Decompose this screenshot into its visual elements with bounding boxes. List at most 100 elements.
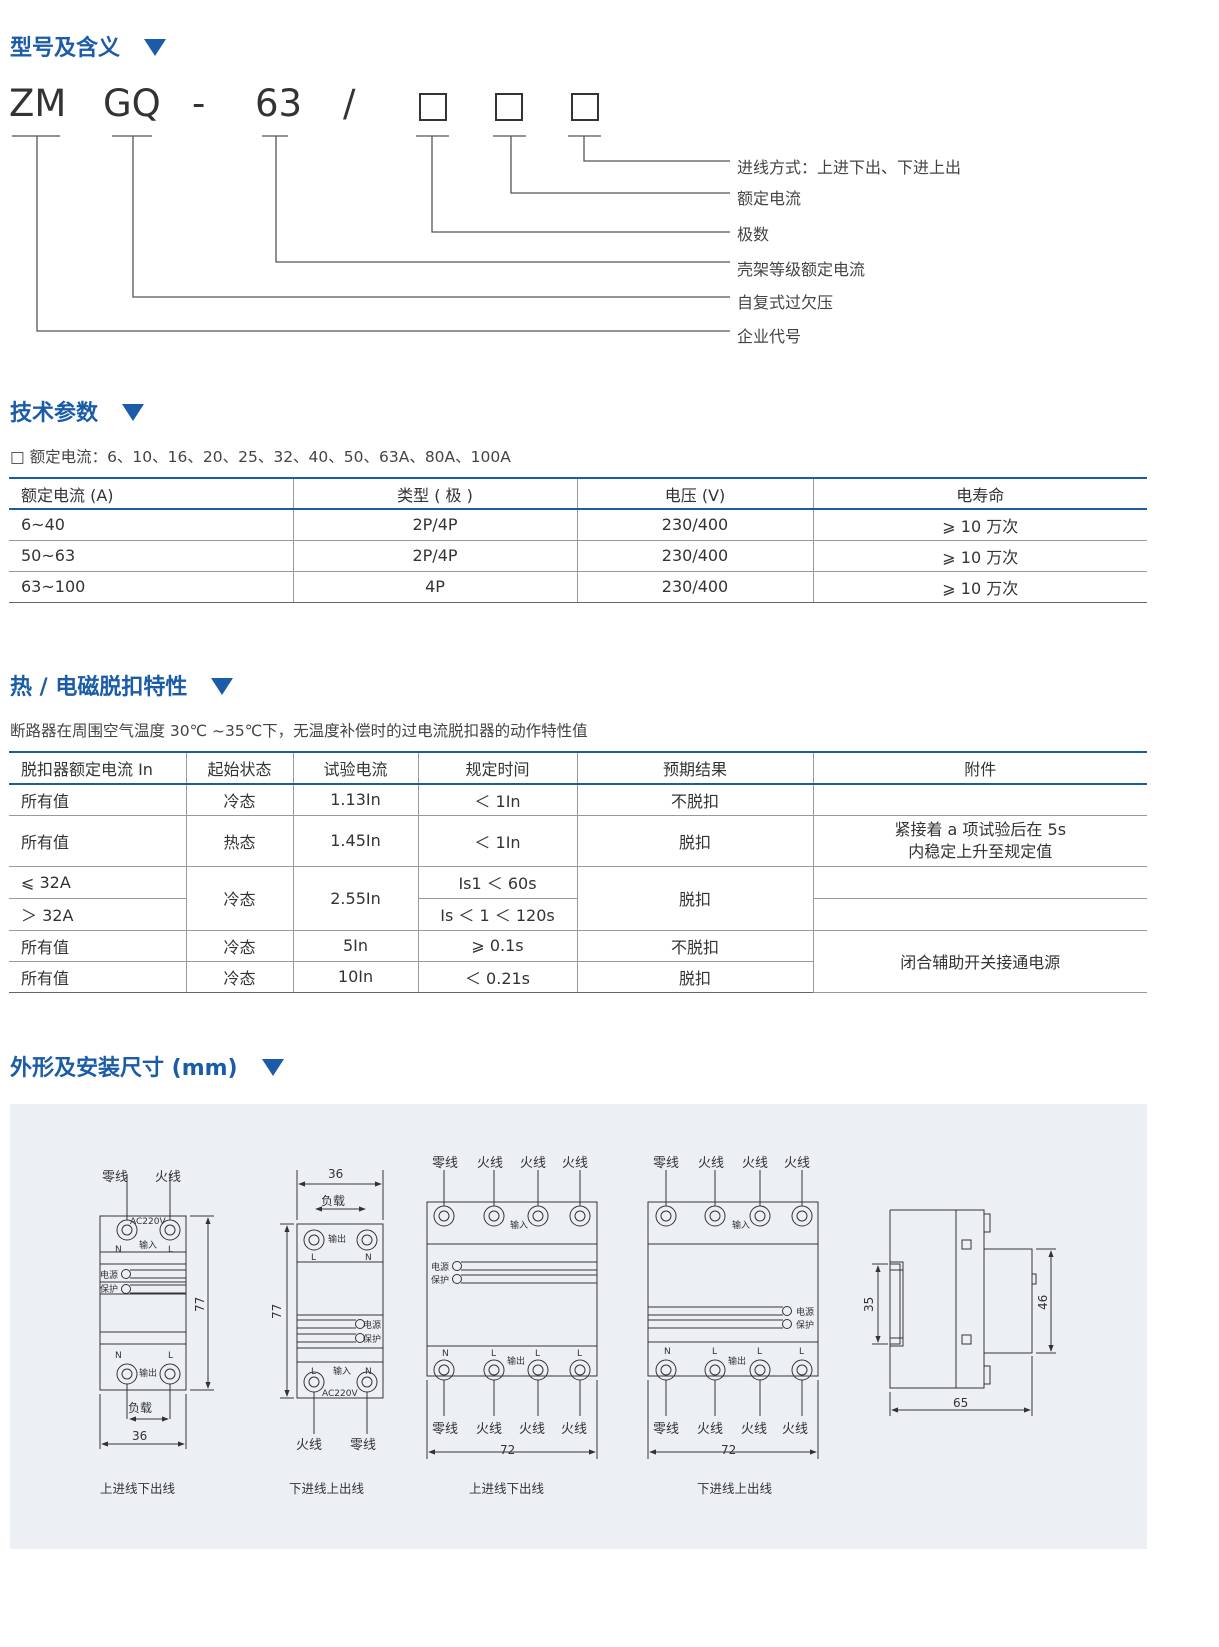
drawing-4p-top-in bbox=[426, 1170, 598, 1459]
table-cell: 闭合辅助开关接通电源 bbox=[812, 930, 1147, 993]
model-section-title: 型号及含义 bbox=[10, 30, 167, 62]
model-part-dash: - bbox=[192, 82, 206, 125]
label-fire-line: 火线 bbox=[476, 1422, 502, 1437]
label-fire-line: 火线 bbox=[296, 1438, 322, 1453]
table-cell: 2.55In bbox=[292, 866, 418, 931]
trip-header-cell: 预期结果 bbox=[576, 751, 813, 785]
drawing-2p-top-in bbox=[99, 1174, 214, 1449]
table-cell: ⩽ 32A bbox=[9, 866, 186, 899]
table-cell: 紧接着 a 项试验后在 5s 内稳定上升至规定值 bbox=[812, 815, 1147, 867]
label-zero-line: 零线 bbox=[653, 1156, 679, 1171]
drawing-side-view bbox=[872, 1209, 1056, 1416]
table-cell: ＞ 32A bbox=[9, 898, 186, 931]
table-row: 所有值 冷态 5In ⩾ 0.1s 不脱扣 闭合辅助开关接通电源 bbox=[9, 930, 1147, 993]
table-cell: 50~63 bbox=[9, 540, 293, 572]
meaning-wiring: 进线方式：上进下出、下进上出 bbox=[737, 158, 962, 177]
model-box-poles bbox=[419, 93, 447, 121]
dims-section-title: 外形及安装尺寸 (mm) bbox=[10, 1050, 284, 1082]
caption-top-in: 上进线下出线 bbox=[100, 1481, 176, 1496]
table-cell: 冷态 bbox=[185, 930, 293, 962]
dims-section-title-text: 外形及安装尺寸 (mm) bbox=[10, 1056, 238, 1081]
label-fire-line: 火线 bbox=[155, 1170, 181, 1185]
table-cell: 脱扣 bbox=[576, 866, 813, 931]
label-l: L bbox=[712, 1347, 717, 1357]
label-n: N bbox=[365, 1253, 372, 1263]
table-cell: ＜ 1In bbox=[417, 815, 577, 867]
table-cell bbox=[812, 898, 1147, 931]
label-protect: 保护 bbox=[100, 1283, 118, 1295]
table-cell: 所有值 bbox=[9, 961, 186, 993]
label-fire-line: 火线 bbox=[741, 1422, 767, 1437]
meaning-poles: 极数 bbox=[737, 225, 770, 244]
label-l: L bbox=[491, 1349, 496, 1359]
model-box-current bbox=[495, 93, 523, 121]
label-input: 输入 bbox=[510, 1219, 528, 1231]
label-fire-line: 火线 bbox=[784, 1156, 810, 1171]
dim-36: 36 bbox=[132, 1429, 147, 1443]
label-power: 电源 bbox=[363, 1319, 381, 1331]
label-n: N bbox=[664, 1347, 671, 1357]
label-power: 电源 bbox=[431, 1261, 449, 1273]
dim-72: 72 bbox=[721, 1443, 736, 1457]
table-cell: Is ＜ 1 ＜ 120s bbox=[417, 898, 577, 931]
table-cell: 230/400 bbox=[576, 540, 813, 572]
table-cell: Is1 ＜ 60s bbox=[417, 866, 577, 899]
label-n: N bbox=[115, 1351, 122, 1361]
label-output: 输出 bbox=[139, 1367, 157, 1379]
label-fire-line: 火线 bbox=[519, 1422, 545, 1437]
dimension-drawings: 零线 火线 AC220V N 输入 L 电源 保护 N 输出 L 负载 36 7… bbox=[99, 1156, 1056, 1496]
label-l: L bbox=[168, 1351, 173, 1361]
table-cell: 所有值 bbox=[9, 815, 186, 867]
triangle-down-icon bbox=[261, 1059, 284, 1076]
table-cell: 1.45In bbox=[292, 815, 418, 867]
model-leader-lines bbox=[12, 135, 730, 332]
label-zero-line: 零线 bbox=[653, 1422, 679, 1437]
label-protect: 保护 bbox=[363, 1333, 381, 1345]
table-cell: 冷态 bbox=[185, 961, 293, 993]
label-l: L bbox=[535, 1349, 540, 1359]
dim-77: 77 bbox=[193, 1297, 207, 1312]
label-load: 负载 bbox=[128, 1401, 152, 1415]
label-fire-line: 火线 bbox=[742, 1156, 768, 1171]
caption-bottom-in: 下进线上出线 bbox=[697, 1481, 773, 1496]
table-cell: 脱扣 bbox=[576, 815, 813, 867]
label-n: N bbox=[365, 1367, 372, 1377]
table-cell: 不脱扣 bbox=[576, 784, 813, 816]
label-power: 电源 bbox=[100, 1269, 118, 1281]
label-zero-line: 零线 bbox=[350, 1438, 376, 1453]
trip-header-cell: 规定时间 bbox=[417, 751, 577, 785]
model-part-zm: ZM bbox=[9, 82, 67, 125]
trip-header-cell: 试验电流 bbox=[292, 751, 418, 785]
table-cell: 2P/4P bbox=[292, 509, 577, 541]
trip-header-cell: 附件 bbox=[812, 751, 1147, 785]
label-input: 输入 bbox=[139, 1239, 157, 1251]
table-cell: 所有值 bbox=[9, 784, 186, 816]
accessory-note-line1: 紧接着 a 项试验后在 5s bbox=[894, 819, 1067, 839]
dim-77: 77 bbox=[270, 1304, 284, 1319]
caption-bottom-in: 下进线上出线 bbox=[289, 1481, 365, 1496]
model-box-wiring bbox=[571, 93, 599, 121]
triangle-down-icon bbox=[144, 39, 167, 56]
accessory-note-line2: 内稳定上升至规定值 bbox=[908, 841, 1053, 861]
trip-table: 脱扣器额定电流 In 起始状态 试验电流 规定时间 预期结果 附件 所有值 冷态… bbox=[9, 751, 1147, 993]
table-cell: 1.13In bbox=[292, 784, 418, 816]
table-cell: 冷态 bbox=[185, 866, 293, 931]
triangle-down-icon bbox=[211, 678, 234, 695]
model-part-slash: / bbox=[343, 82, 356, 125]
label-protect: 保护 bbox=[796, 1319, 814, 1331]
model-part-gq: GQ bbox=[103, 82, 161, 125]
caption-top-in: 上进线下出线 bbox=[469, 1481, 545, 1496]
meaning-frame-current: 壳架等级额定电流 bbox=[737, 260, 866, 279]
table-cell bbox=[812, 784, 1147, 816]
table-cell: ⩾ 0.1s bbox=[417, 930, 577, 962]
table-row: 所有值 冷态 10In ＜ 0.21s 脱扣 bbox=[9, 961, 1147, 993]
meaning-company-code: 企业代号 bbox=[737, 327, 802, 346]
label-l: L bbox=[311, 1253, 316, 1263]
trip-header-row: 脱扣器额定电流 In 起始状态 试验电流 规定时间 预期结果 附件 bbox=[9, 751, 1147, 785]
label-zero-line: 零线 bbox=[102, 1170, 128, 1185]
table-cell: 冷态 bbox=[185, 784, 293, 816]
model-part-63: 63 bbox=[255, 82, 303, 125]
table-cell: ⩾ 10 万次 bbox=[812, 571, 1147, 603]
drawing-4p-bottom-in bbox=[647, 1170, 819, 1459]
label-l: L bbox=[799, 1347, 804, 1357]
